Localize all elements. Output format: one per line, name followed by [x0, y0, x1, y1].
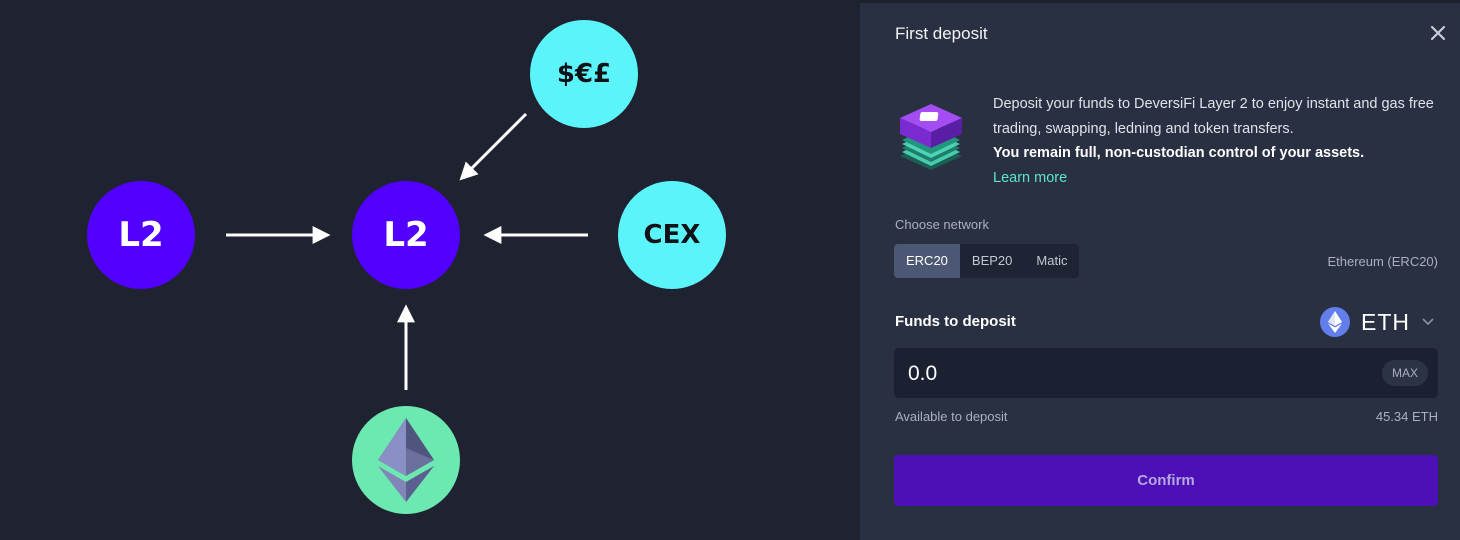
- l2-node-left: L2: [87, 181, 195, 289]
- ethereum-icon: [378, 418, 434, 502]
- amount-field: MAX: [894, 348, 1438, 398]
- token-name: ETH: [1361, 308, 1410, 335]
- cex-node: CEX: [618, 181, 726, 289]
- tab-matic[interactable]: Matic: [1036, 253, 1068, 268]
- close-button[interactable]: [1428, 22, 1448, 44]
- tab-erc20[interactable]: ERC20: [894, 244, 960, 278]
- promo-bold-text: You remain full, non-custodian control o…: [993, 145, 1365, 161]
- layer2-stack-icon: [900, 104, 962, 170]
- l2-node-center: L2: [352, 181, 460, 289]
- funds-label: Funds to deposit: [895, 313, 1016, 330]
- learn-more-link[interactable]: Learn more: [993, 169, 1068, 186]
- deposit-modal: First deposit Deposit your funds to Deve…: [860, 0, 1460, 540]
- available-value: 45.34 ETH: [1375, 409, 1438, 424]
- max-button[interactable]: MAX: [1381, 360, 1428, 386]
- selected-network: Ethereum (ERC20): [1327, 254, 1438, 269]
- tab-bep20[interactable]: BEP20: [971, 253, 1013, 268]
- modal-top-border: [860, 0, 1460, 3]
- amount-input[interactable]: [906, 356, 1350, 392]
- available-label: Available to deposit: [895, 409, 1008, 424]
- promo-description: Deposit your funds to DeversiFi Layer 2 …: [993, 96, 1434, 137]
- eth-token-icon: [1320, 307, 1350, 337]
- close-icon: [1430, 25, 1446, 41]
- chevron-down-icon: [1422, 318, 1434, 326]
- choose-network-label: Choose network: [895, 217, 989, 232]
- network-tabs: ERC20 BEP20 Matic: [894, 244, 1080, 278]
- confirm-button[interactable]: Confirm: [894, 455, 1438, 506]
- ethereum-node: [352, 406, 460, 514]
- flow-arrows: [226, 112, 588, 390]
- modal-title: First deposit: [895, 24, 988, 43]
- fiat-node: $€£: [530, 20, 638, 128]
- flow-diagram: L2 L2 $€£ CEX: [87, 20, 726, 514]
- arrow-top-to-center: [459, 112, 528, 181]
- token-select[interactable]: ETH: [1320, 306, 1434, 338]
- promo-text: Deposit your funds to DeversiFi Layer 2 …: [993, 92, 1438, 190]
